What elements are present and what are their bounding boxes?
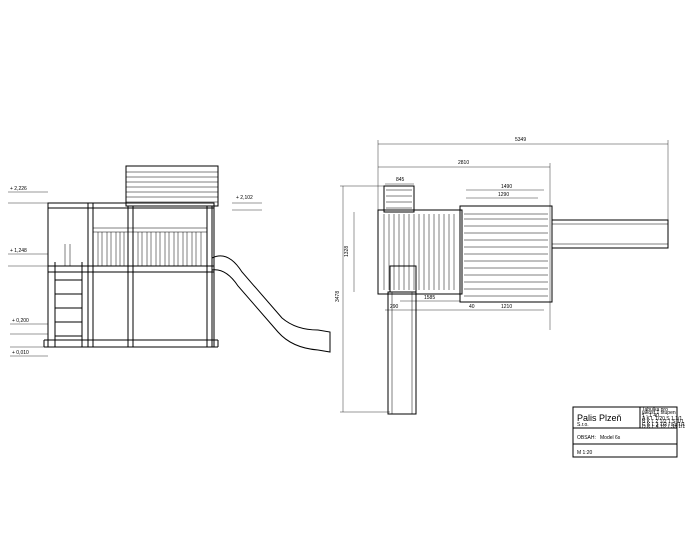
- dim-width-2: 2810: [458, 160, 469, 166]
- dim-1585: 1585: [424, 295, 435, 301]
- company-sub: S.r.o.: [577, 422, 589, 428]
- dim-290: 290: [390, 304, 399, 310]
- level-label: + 2,226: [10, 186, 27, 192]
- level-label: + 1,248: [10, 248, 27, 254]
- platform: [377, 209, 463, 295]
- dim-40: 40: [469, 304, 475, 310]
- roof-level-marker: + 2,102: [232, 195, 262, 211]
- level-marker-1: + 2,226: [8, 186, 48, 204]
- slide-plan: [387, 291, 417, 415]
- dim-1490: 1490: [501, 184, 512, 190]
- dim-1328: 1328: [344, 246, 350, 257]
- level-marker-3: + 0,200: [10, 318, 48, 335]
- platform-boards: [383, 214, 455, 290]
- note-3: 1 - 1 40: [642, 413, 659, 419]
- ladder-top: [383, 185, 415, 213]
- side-elevation: + 2,226 + 1,248 + 0,200 + 0,010 + 2,102: [8, 165, 331, 357]
- ladder: [54, 262, 83, 347]
- level-label: + 0,200: [12, 318, 29, 324]
- dim-1210: 1210: [501, 304, 512, 310]
- dim-tower-width: 845: [396, 177, 405, 183]
- note-4: A K L 1/20 S 1 1/1: [642, 416, 682, 422]
- level-marker-2: + 1,248: [8, 248, 48, 267]
- level-label: + 0,010: [12, 350, 29, 356]
- obsah-label: OBSAH:: [577, 435, 596, 441]
- note-1: Tabulka pro: [642, 407, 668, 413]
- company-name: Palis Plzeň: [577, 413, 622, 423]
- dim-total-width: 5349: [515, 137, 526, 143]
- frame: [47, 202, 215, 348]
- railing: [64, 227, 207, 266]
- plan-view: 5349 2810 845 1490 1290 1328 3478 1585 2…: [335, 137, 669, 415]
- model-name: Model 6s: [600, 435, 621, 441]
- beam: [551, 219, 669, 249]
- scale: M 1:20: [577, 450, 593, 456]
- slide: [211, 255, 331, 353]
- level-label: + 2,102: [236, 195, 253, 201]
- note-6: C K L 3 1/2 / Ss 1/1: [642, 422, 685, 428]
- dim-3478: 3478: [335, 291, 341, 302]
- note-7: D K L 4 1/2 / Ss 1/1: [642, 424, 685, 430]
- roof: [125, 165, 219, 207]
- note-5: B K L 2 1/2 1 S 1/1: [642, 419, 684, 425]
- roof-boards: [126, 171, 218, 203]
- dim-1290: 1290: [498, 192, 509, 198]
- title-block: Palis Plzeň S.r.o. Tabulka pro jakost 1 …: [572, 406, 685, 458]
- second-module: [459, 205, 553, 303]
- level-marker-4: + 0,010: [10, 346, 48, 357]
- note-2: jakost 1 stupen: [641, 410, 676, 416]
